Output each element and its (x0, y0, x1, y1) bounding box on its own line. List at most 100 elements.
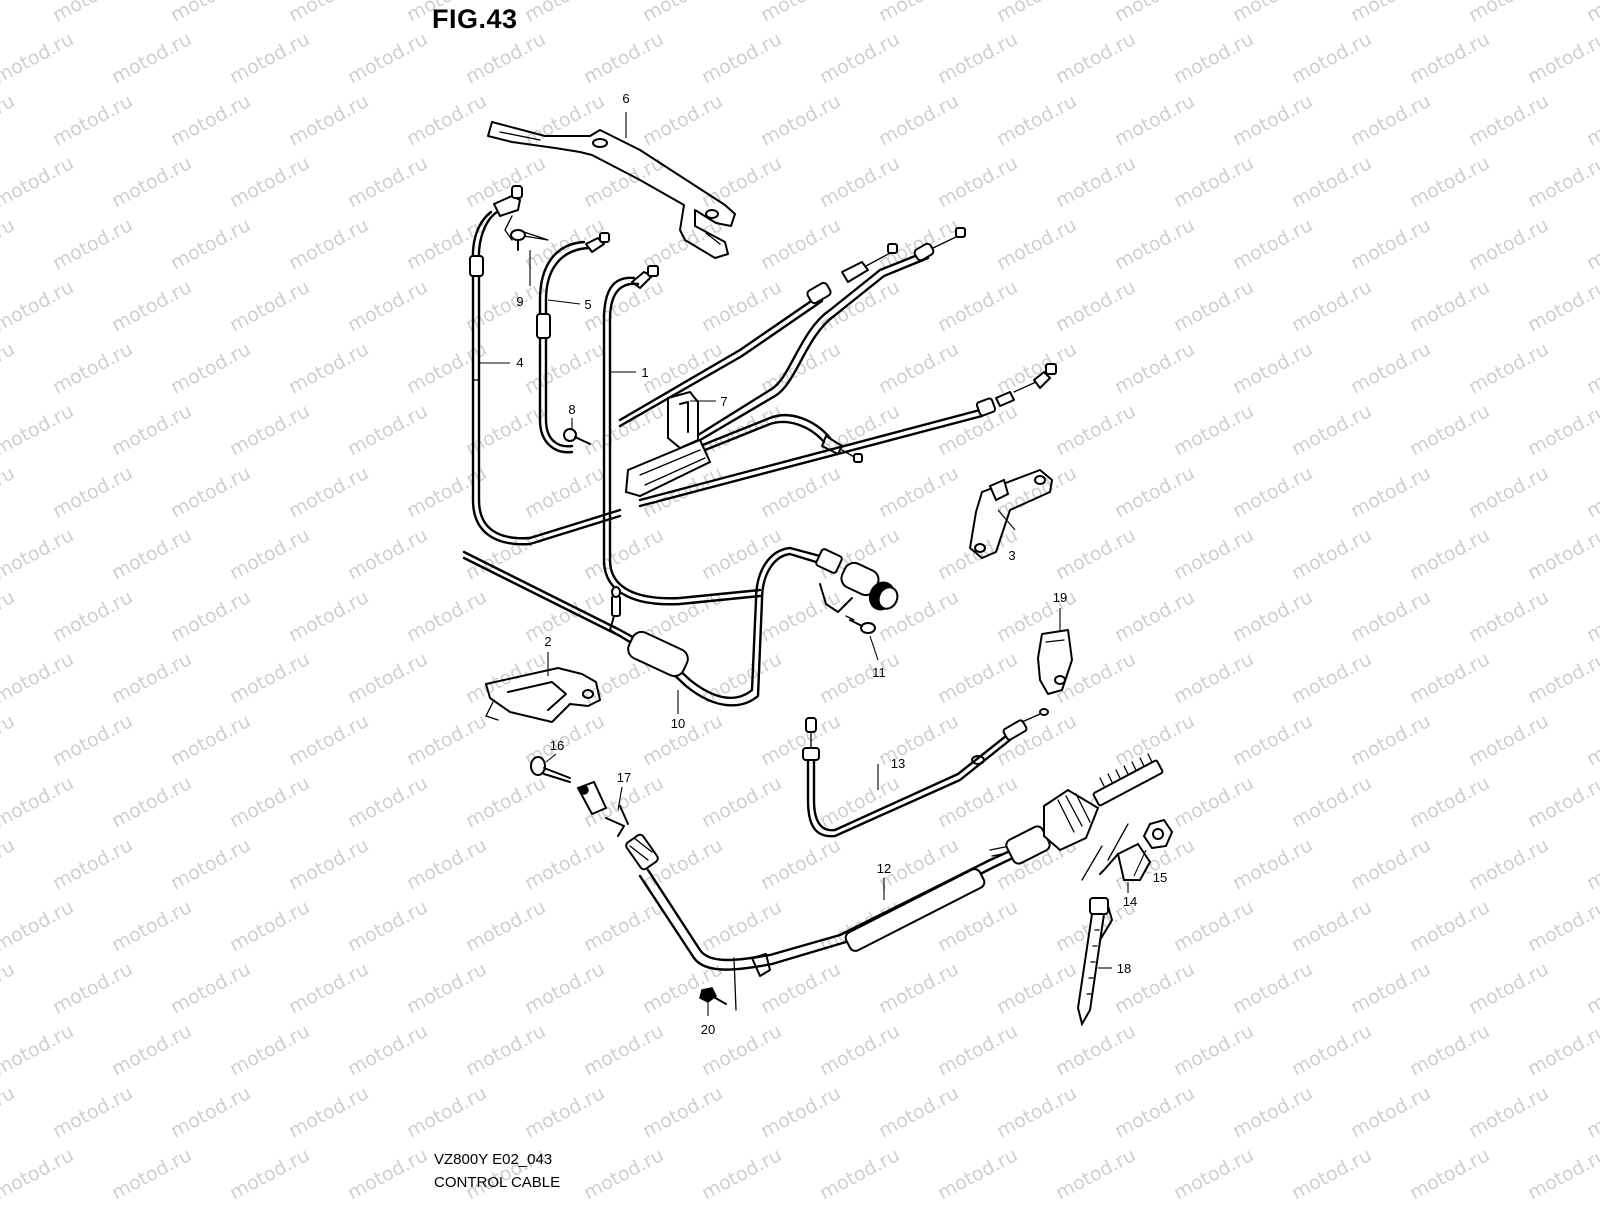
watermark-text: motod.ru (757, 834, 844, 894)
watermark-text: motod.ru (1111, 462, 1198, 522)
watermark-text: motod.ru (875, 958, 962, 1018)
watermark-text: motod.ru (1406, 772, 1493, 832)
watermark-text: motod.ru (698, 896, 785, 956)
boot-14 (1081, 823, 1152, 881)
watermark-text: motod.ru (698, 772, 785, 832)
watermark-text: motod.ru (108, 896, 195, 956)
watermark-text: motod.ru (108, 524, 195, 584)
watermark-text: motod.ru (1052, 276, 1139, 336)
watermark-text: motod.ru (226, 648, 313, 708)
watermark-text: motod.ru (462, 1020, 549, 1080)
watermark-text: motod.ru (49, 90, 136, 150)
watermark-text: motod.ru (934, 772, 1021, 832)
watermark-text: motod.ru (0, 524, 77, 584)
watermark-text: motod.ru (934, 1144, 1021, 1200)
watermark-text: motod.ru (934, 1020, 1021, 1080)
watermark-text: motod.ru (875, 0, 962, 26)
watermark-text: motod.ru (639, 0, 726, 26)
callout-17: 17 (617, 770, 631, 785)
watermark-text: motod.ru (757, 1082, 844, 1142)
watermark-text: motod.ru (521, 958, 608, 1018)
nut-15 (1142, 818, 1174, 850)
watermark-text: motod.ru (816, 400, 903, 460)
watermark-text: motod.ru (285, 834, 372, 894)
callout-10: 10 (671, 716, 685, 731)
watermark-text: motod.ru (1288, 896, 1375, 956)
watermark-text: motod.ru (1170, 772, 1257, 832)
clutch-cable-12 (625, 753, 1164, 977)
bolt-9 (510, 229, 549, 251)
watermark-text: motod.ru (993, 338, 1080, 398)
watermark-text: motod.ru (1583, 586, 1600, 646)
watermark-text: motod.ru (757, 214, 844, 274)
watermark-text: motod.ru (0, 28, 77, 88)
callout-8: 8 (568, 402, 575, 417)
watermark-text: motod.ru (1229, 834, 1316, 894)
watermark-text: motod.ru (580, 152, 667, 212)
cable-guide-3 (969, 469, 1053, 559)
watermark-text: motod.ru (1406, 896, 1493, 956)
watermark-text: motod.ru (1288, 152, 1375, 212)
upper-cable-run (618, 227, 1057, 508)
watermark-text: motod.ru (344, 400, 431, 460)
watermark-text: motod.ru (1111, 90, 1198, 150)
figure-title: FIG.43 (432, 4, 518, 34)
watermark-text: motod.ru (0, 958, 18, 1018)
watermark-text: motod.ru (816, 152, 903, 212)
throttle-cable-4 (469, 185, 622, 546)
callout-12: 12 (877, 861, 891, 876)
watermark-text: motod.ru (580, 524, 667, 584)
watermark-text: motod.ru (462, 524, 549, 584)
watermark-text: motod.ru (1583, 90, 1600, 150)
watermark-text: motod.ru (344, 1144, 431, 1200)
watermark-text: motod.ru (108, 648, 195, 708)
watermark-text: motod.ru (226, 28, 313, 88)
watermark-text: motod.ru (875, 1082, 962, 1142)
watermark-text: motod.ru (1347, 1082, 1434, 1142)
watermark-text: motod.ru (816, 772, 903, 832)
watermark-text: motod.ru (49, 586, 136, 646)
watermark-text: motod.ru (108, 276, 195, 336)
watermark-text: motod.ru (1524, 772, 1600, 832)
watermark-text: motod.ru (167, 90, 254, 150)
watermark-text: motod.ru (1406, 1144, 1493, 1200)
watermark-text: motod.ru (344, 28, 431, 88)
watermark-text: motod.ru (934, 648, 1021, 708)
watermark-text: motod.ru (1524, 28, 1600, 88)
watermark-text: motod.ru (167, 0, 254, 26)
watermark-text: motod.ru (1170, 896, 1257, 956)
callout-1: 1 (641, 365, 648, 380)
watermark-text: motod.ru (1347, 90, 1434, 150)
speedometer-cable-13 (802, 708, 1049, 838)
callout-labels: 6 9 5 4 1 7 8 3 19 2 11 10 16 13 17 15 1… (516, 91, 1167, 1037)
watermark-text: motod.ru (403, 710, 490, 770)
watermark-text: motod.ru (0, 1082, 18, 1142)
watermark-text: motod.ru (285, 338, 372, 398)
watermark-text: motod.ru (1288, 648, 1375, 708)
watermark-text: motod.ru (49, 0, 136, 26)
watermark-text: motod.ru (1052, 28, 1139, 88)
watermark-text: motod.ru (403, 958, 490, 1018)
callout-9: 9 (516, 294, 523, 309)
watermark-text: motod.ru (285, 710, 372, 770)
watermark-text: motod.ru (344, 896, 431, 956)
watermark-text: motod.ru (0, 338, 18, 398)
watermark-text: motod.ru (167, 586, 254, 646)
watermark-text: motod.ru (167, 958, 254, 1018)
watermark-text: motod.ru (0, 1144, 77, 1200)
watermark-text: motod.ru (344, 1020, 431, 1080)
watermark-text: motod.ru (1052, 1144, 1139, 1200)
watermark-text: motod.ru (580, 1020, 667, 1080)
watermark-text: motod.ru (521, 90, 608, 150)
watermark-text: motod.ru (1406, 400, 1493, 460)
watermark-text: motod.ru (757, 0, 844, 26)
watermark-text: motod.ru (1524, 524, 1600, 584)
callout-19: 19 (1053, 590, 1067, 605)
watermark-text: motod.ru (1583, 958, 1600, 1018)
watermark-text: motod.ru (816, 1144, 903, 1200)
watermark-text: motod.ru (49, 958, 136, 1018)
watermark-text: motod.ru (934, 276, 1021, 336)
watermark-text: motod.ru (0, 1020, 77, 1080)
watermark-text: motod.ru (1347, 338, 1434, 398)
